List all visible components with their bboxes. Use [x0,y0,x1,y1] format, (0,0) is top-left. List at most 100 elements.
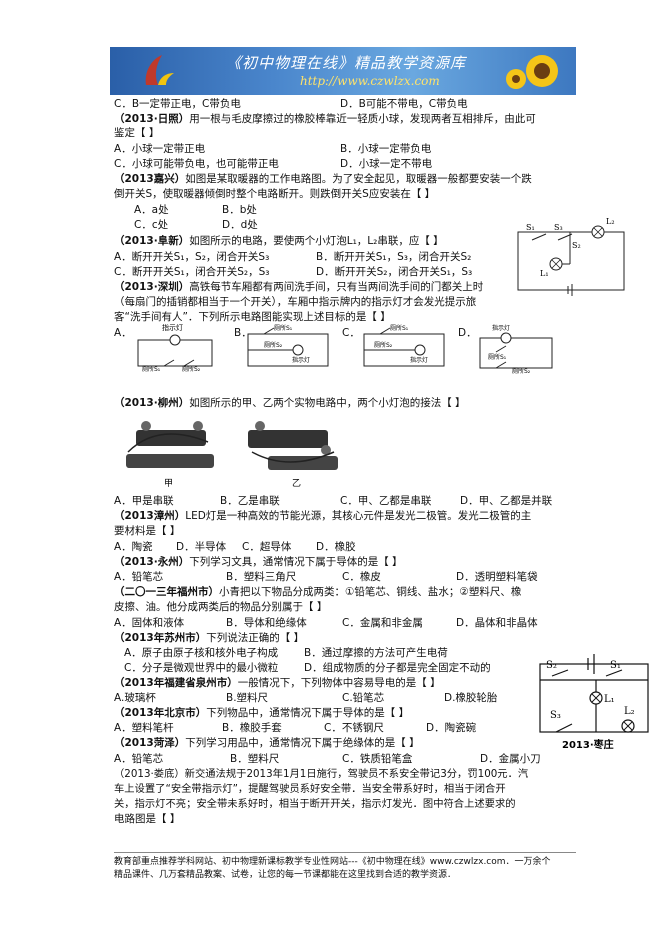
q4a-s1: 厕所S₁ [142,365,161,372]
q5-option-b: B．乙是串联 [220,495,280,507]
q1-option-a: A．小球一定带正电 [114,143,206,155]
zz-caption: 2013·枣庄 [562,738,614,751]
q10-tag: （2013年福建省泉州市） [114,677,238,689]
q4d-indicator: 指示灯 [492,324,510,332]
q8-text2: 皮擦、油。他分成两类后的物品分别属于【 】 [114,601,328,613]
q2-option-d: D．d处 [222,219,258,231]
q0-option-c: C．B一定带正电，C带负电 [114,98,241,110]
q7-text: 下列学习文具，通常情况下属于导体的是【 】 [189,556,403,568]
q4-fig-a-label: A． [114,327,132,339]
zaozhuang-circuit-figure: S₂ S₁ L₁ S₃ L₂ 2013·枣庄 [539,654,649,751]
footer-text: 教育部重点推荐学科网站、初中物理新课标教学专业性网站---《初中物理在线》www… [114,857,551,880]
q1-option-d: D．小球一定不带电 [340,158,433,170]
q5-option-d: D．甲、乙都是并联 [460,495,553,507]
q4-fig-b-label: B． [234,327,252,339]
q3-option-a: A．断开开关S₁，S₂，闭合开关S₃ [114,251,270,263]
header-url[interactable]: http://www.czwlzx.com [300,74,440,88]
q8-tag: （二〇一三年福州市） [114,586,219,598]
q12-option-b: B．塑料尺 [230,753,280,765]
q4b-s1: 厕所S₁ [274,324,293,332]
q3-option-c: C．断开开关S₁，闭合开关S₂，S₃ [114,266,270,278]
q5-label-yi: 乙 [292,478,301,489]
header-title: 《初中物理在线》精品教学资源库 [226,54,467,72]
q1-text: 用一根与毛皮摩擦过的橡胶棒靠近一轻质小球，发现两者互相排斥，由此可 [189,113,536,125]
q7-option-b: B．塑料三角尺 [226,571,297,583]
q11-option-a: A．塑料笔杆 [114,722,174,734]
q6-text: LED灯是一种高效的节能光源，其核心元件是发光二极管。发光二极管的主 [185,510,532,522]
q6-text2: 要材料是【 】 [114,525,181,537]
q4c-s2: 厕所S₂ [374,341,393,349]
q12-option-c: C．铁质铅笔盒 [342,753,413,765]
header-banner: 《初中物理在线》精品教学资源库 http://www.czwlzx.com [110,47,576,95]
q9-option-d: D．组成物质的分子都是完全固定不动的 [304,662,491,674]
q4-fig-c-label: C． [342,327,360,339]
q4-option-d-circuit: 指示灯 厕所S₁ 厕所S₂ [479,324,553,374]
q12-option-a: A．铅笔芯 [114,753,164,765]
q3-label-l2: L₂ [606,217,615,226]
q2-text: 如图是某取暖器的工作电路图。为了安全起见，取暖器一般都要安装一个跌 [185,173,532,185]
q4a-s2: 厕所S₂ [182,365,201,372]
q4-fig-d-label: D． [458,327,477,339]
q12-option-d: D．金属小刀 [480,753,541,765]
q4-option-b-circuit: 厕所S₁ 厕所S₂ 指示灯 [247,324,329,367]
q5-circuit-yi: 乙 [248,421,338,489]
q5-option-c: C．甲、乙都是串联 [340,495,432,507]
q7-tag: （2013·永州） [114,556,190,568]
q6-tag: （2013漳州） [114,510,186,522]
q3-label-s2: S₂ [572,241,581,250]
q10-option-d: D.橡胶轮胎 [444,692,498,704]
q9-text: 下列说法正确的【 】 [206,632,305,644]
q1-option-c: C．小球可能带负电，也可能带正电 [114,158,279,170]
q11-option-d: D．陶瓷碗 [426,722,477,734]
q10-option-a: A.玻璃杯 [114,692,156,704]
q4b-s2: 厕所S₂ [264,341,283,349]
q13-text4: 电路图是【 】 [114,813,181,825]
q4-tag: （2013·深圳） [114,281,190,293]
q9-tag: （2013年苏州市） [114,632,207,644]
zz-label-s1: S₁ [610,660,621,671]
q0-option-d: D．B可能不带电，C带负电 [340,98,468,110]
q8-option-c: C．金属和非金属 [342,617,423,629]
q3-label-s3: S₃ [554,223,563,232]
q1-text2: 鉴定【 】 [114,127,160,139]
q11-text: 下列物品中，通常情况下属于导体的是【 】 [206,707,410,719]
q5-label-jia: 甲 [164,478,173,489]
logo-icon [145,55,174,85]
zz-label-l1: L₁ [604,694,615,705]
q13-text3: 关，指示灯不亮；安全带未系好时，相当于断开开关，指示灯发光．图中符合上述要求的 [114,798,516,810]
q13-text: （2013·娄底）新交通法规于2013年1月1日施行，驾驶员不系安全带记3分，罚… [114,768,529,780]
q11-option-c: C．不锈钢尺 [324,722,384,734]
q8-option-d: D．晶体和非晶体 [456,617,538,629]
q8-text: 小青把以下物品分成两类：①铅笔芯、铜线、盐水；②塑料尺、橡 [219,586,522,598]
q8-option-b: B．导体和绝缘体 [226,617,307,629]
q2-tag: （2013嘉兴） [114,173,186,185]
q4c-indicator: 指示灯 [410,356,428,364]
q9-option-c: C．分子是微观世界中的最小微粒 [124,662,279,674]
q3-option-b: B．断开开关S₁，S₃，闭合开关S₂ [316,251,472,263]
q5-option-a: A．甲是串联 [114,495,174,507]
sunflower-icon [506,55,558,89]
q5-circuit-jia: 甲 [126,421,214,489]
q2-text2: 倒开关S，使取暖器倾倒时整个电路断开。则跌倒开关S应安装在【 】 [114,188,436,200]
q4-option-a-circuit: 指示灯 厕所S₁ 厕所S₂ [137,323,213,372]
q10-text: 一般情况下，下列物体中容易导电的是【 】 [237,677,441,689]
q4-option-c-circuit: 厕所S₁ 厕所S₂ 指示灯 [363,324,445,367]
q3-option-d: D．断开开关S₂，闭合开关S₁，S₃ [316,266,473,278]
q3-text: 如图所示的电路，要使两个小灯泡L₁，L₂串联，应【 】 [189,235,444,247]
q2-option-c: C．c处 [134,219,169,231]
zz-label-s3: S₃ [550,710,561,721]
zz-label-l2: L₂ [624,706,635,717]
q4-text: 高铁每节车厢都有两间洗手间，只有当两间洗手间的门都关上时 [189,281,484,293]
q10-option-b: B.塑料尺 [226,692,269,704]
q3-tag: （2013·阜新） [114,235,190,247]
q10-option-c: C.铅笔芯 [342,692,385,704]
q6-option-c: C．超导体 [242,541,292,553]
q7-option-a: A．铅笔芯 [114,571,164,583]
q2-option-a: A．a处 [134,204,169,216]
q4d-s2: 厕所S₂ [512,367,531,374]
q6-option-b: D．半导体 [176,541,227,553]
q4-text2: （每扇门的插销都相当于一个开关），车厢中指示牌内的指示灯才会发光提示旅 [114,296,477,308]
q3-label-l1: L₁ [540,269,549,278]
q11-tag: （2013年北京市） [114,707,207,719]
q4a-indicator: 指示灯 [162,323,183,332]
